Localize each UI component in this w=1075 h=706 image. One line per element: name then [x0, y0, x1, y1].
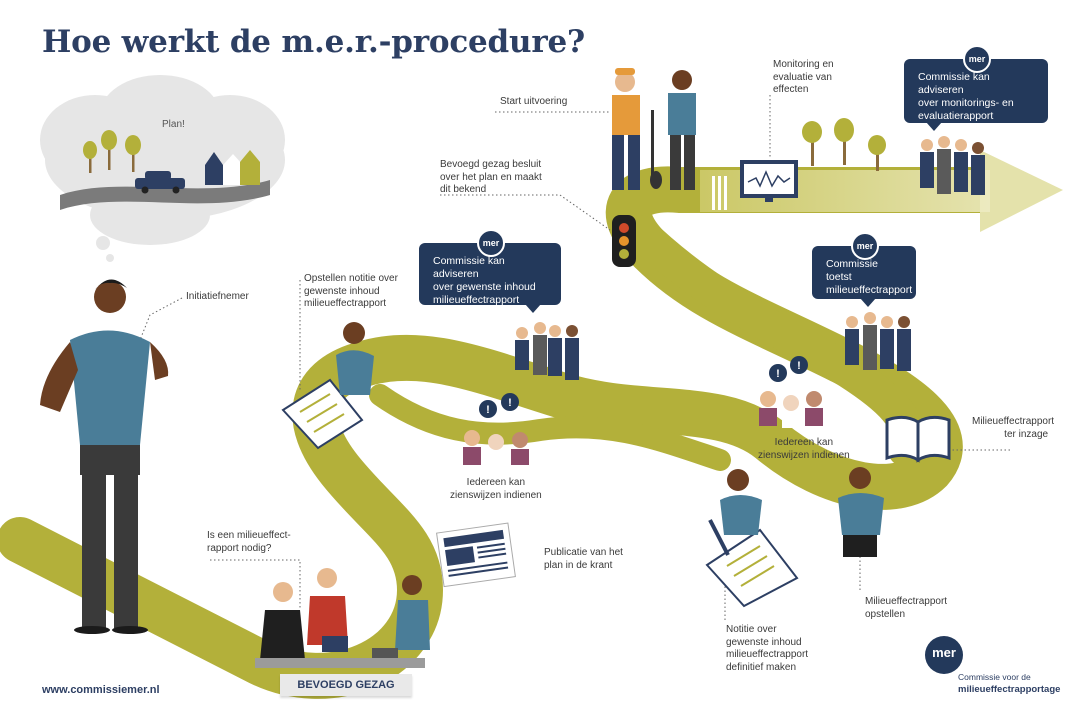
- logo-line-2: milieueffectrapportage: [958, 684, 1061, 695]
- svg-text:!: !: [486, 404, 490, 416]
- label-start-uitvoering: Start uitvoering: [500, 96, 568, 107]
- writer-person-figure: [336, 322, 374, 395]
- official-figure: [668, 70, 696, 190]
- commission-group-1: [515, 322, 579, 380]
- public-group-2: ! !: [759, 356, 823, 428]
- open-book-icon: [885, 415, 951, 463]
- traffic-light-icon: [612, 215, 636, 267]
- cloud-road: [60, 180, 270, 210]
- authority-meeting-figures: [255, 568, 430, 668]
- label-initiatiefnemer: Initiatiefnemer: [186, 291, 249, 302]
- cloud-plan-label: Plan!: [162, 119, 185, 130]
- laptop-person-figure: [838, 467, 884, 557]
- logo-mark: mer: [932, 645, 956, 660]
- cloud-trees-icon: [83, 130, 141, 173]
- svg-text:!: !: [776, 368, 780, 380]
- mer-logo: [925, 636, 963, 674]
- initiator-person-figure: [40, 279, 169, 634]
- monitor-icon: [740, 160, 798, 202]
- logo-line-1: Commissie voor de: [958, 672, 1031, 682]
- commission-group-3: [920, 136, 985, 195]
- commission-group-2: [845, 312, 911, 371]
- construction-worker-figure: [612, 68, 662, 190]
- svg-text:!: !: [508, 397, 512, 409]
- checklist-icon: [281, 378, 364, 450]
- mer-badge-icon: mer: [851, 232, 879, 260]
- public-group-1: ! !: [463, 393, 529, 467]
- mer-badge-icon: mer: [963, 45, 991, 73]
- cloud-car-icon: [135, 171, 185, 194]
- label-is-mer-nodig: Is een milieueffect-rapport nodig?: [207, 530, 291, 554]
- page-title: Hoe werkt de m.e.r.-procedure?: [42, 24, 585, 60]
- road-stripes: [712, 176, 727, 210]
- newspaper-icon: [436, 522, 516, 588]
- svg-text:!: !: [797, 360, 801, 372]
- writer-person-figure-2: [720, 469, 762, 535]
- checklist-icon-2: [705, 519, 799, 608]
- arrow-head: [980, 150, 1063, 232]
- arrow-trees-icon: [802, 118, 886, 171]
- cloud-houses-icon: [205, 150, 260, 185]
- footer-url[interactable]: www.commissiemer.nl: [42, 684, 160, 696]
- mer-badge-icon: mer: [477, 229, 505, 257]
- bevoegd-gezag-sign: BEVOEGD GEZAG: [280, 674, 412, 696]
